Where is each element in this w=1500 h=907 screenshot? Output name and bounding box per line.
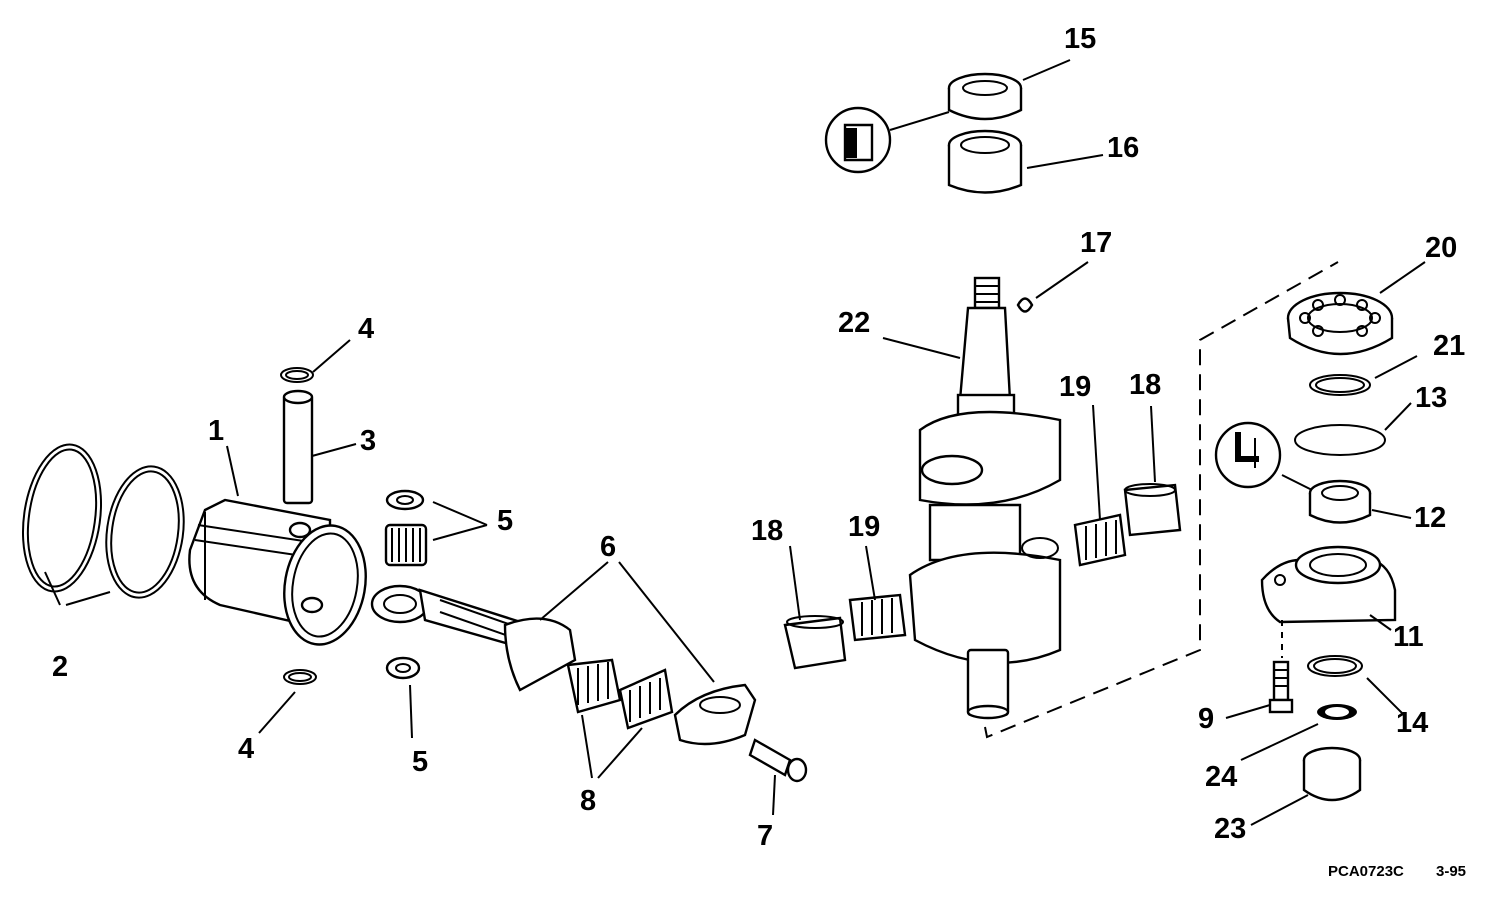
figure-code: PCA0723C <box>1328 863 1404 880</box>
bearing-housing <box>1260 545 1397 624</box>
figure-date: 3-95 <box>1436 863 1466 880</box>
callout-7: 7 <box>757 820 773 852</box>
piston-ring-outer <box>21 443 103 593</box>
main-bearing-shell-left <box>783 615 847 670</box>
thrust-washer-top <box>385 489 425 511</box>
crankshaft-seal <box>947 72 1023 121</box>
callout-24: 24 <box>1205 761 1237 793</box>
callout-19-left: 19 <box>848 511 880 543</box>
upper-needle-bearing <box>947 129 1023 194</box>
callout-12: 12 <box>1414 502 1446 534</box>
thrust-washer-bottom <box>385 656 421 680</box>
callout-11: 11 <box>1393 621 1424 653</box>
seal-washer <box>1317 704 1357 720</box>
callout-17: 17 <box>1080 227 1112 259</box>
callout-23: 23 <box>1214 813 1246 845</box>
end-cap <box>1302 746 1362 802</box>
callout-21: 21 <box>1433 330 1465 362</box>
main-bearing-shell-right <box>1123 483 1182 537</box>
piston <box>188 498 367 646</box>
callout-6: 6 <box>600 531 616 563</box>
callout-8: 8 <box>580 785 596 817</box>
callout-5-bottom: 5 <box>412 746 428 778</box>
callout-18-right: 18 <box>1129 369 1161 401</box>
callout-15: 15 <box>1064 23 1096 55</box>
callout-22: 22 <box>838 307 870 339</box>
callout-13: 13 <box>1415 382 1447 414</box>
callout-19-right: 19 <box>1059 371 1091 403</box>
ball-bearing <box>1286 291 1394 356</box>
needle-bearing-small <box>384 523 428 567</box>
callout-4-top: 4 <box>358 313 374 345</box>
connecting-rod <box>370 584 577 692</box>
needle-bearing-cage-a <box>566 658 622 714</box>
piston-ring-inner <box>105 465 185 599</box>
callout-4-bottom: 4 <box>238 733 254 765</box>
retaining-ring-upper <box>1309 374 1371 396</box>
lower-detail-icon <box>1214 421 1282 489</box>
callout-16: 16 <box>1107 132 1139 164</box>
callout-9: 9 <box>1198 703 1214 735</box>
bearing-housing-screw <box>1268 660 1294 714</box>
needle-cage-left <box>848 593 907 642</box>
callout-5-top: 5 <box>497 505 513 537</box>
rod-cap <box>673 683 757 746</box>
pin-clip-bottom <box>283 669 317 685</box>
callout-18-left: 18 <box>751 515 783 547</box>
needle-cage-right <box>1073 513 1127 567</box>
pin-clip-top <box>280 367 314 383</box>
needle-bearing-cage-b <box>618 668 674 730</box>
leader-lines <box>44 59 1426 826</box>
callout-2: 2 <box>52 651 68 683</box>
lower-seal <box>1308 479 1372 524</box>
callout-3: 3 <box>360 425 376 457</box>
callout-1: 1 <box>208 415 224 447</box>
callout-14: 14 <box>1396 707 1428 739</box>
woodruff-key <box>1016 297 1034 313</box>
retaining-ring-lower <box>1307 655 1363 677</box>
seal-detail-icon <box>824 106 892 174</box>
callout-20: 20 <box>1425 232 1457 264</box>
o-ring <box>1294 424 1386 456</box>
rod-screw <box>748 738 808 783</box>
piston-pin <box>282 389 314 505</box>
crankshaft <box>908 276 1062 720</box>
